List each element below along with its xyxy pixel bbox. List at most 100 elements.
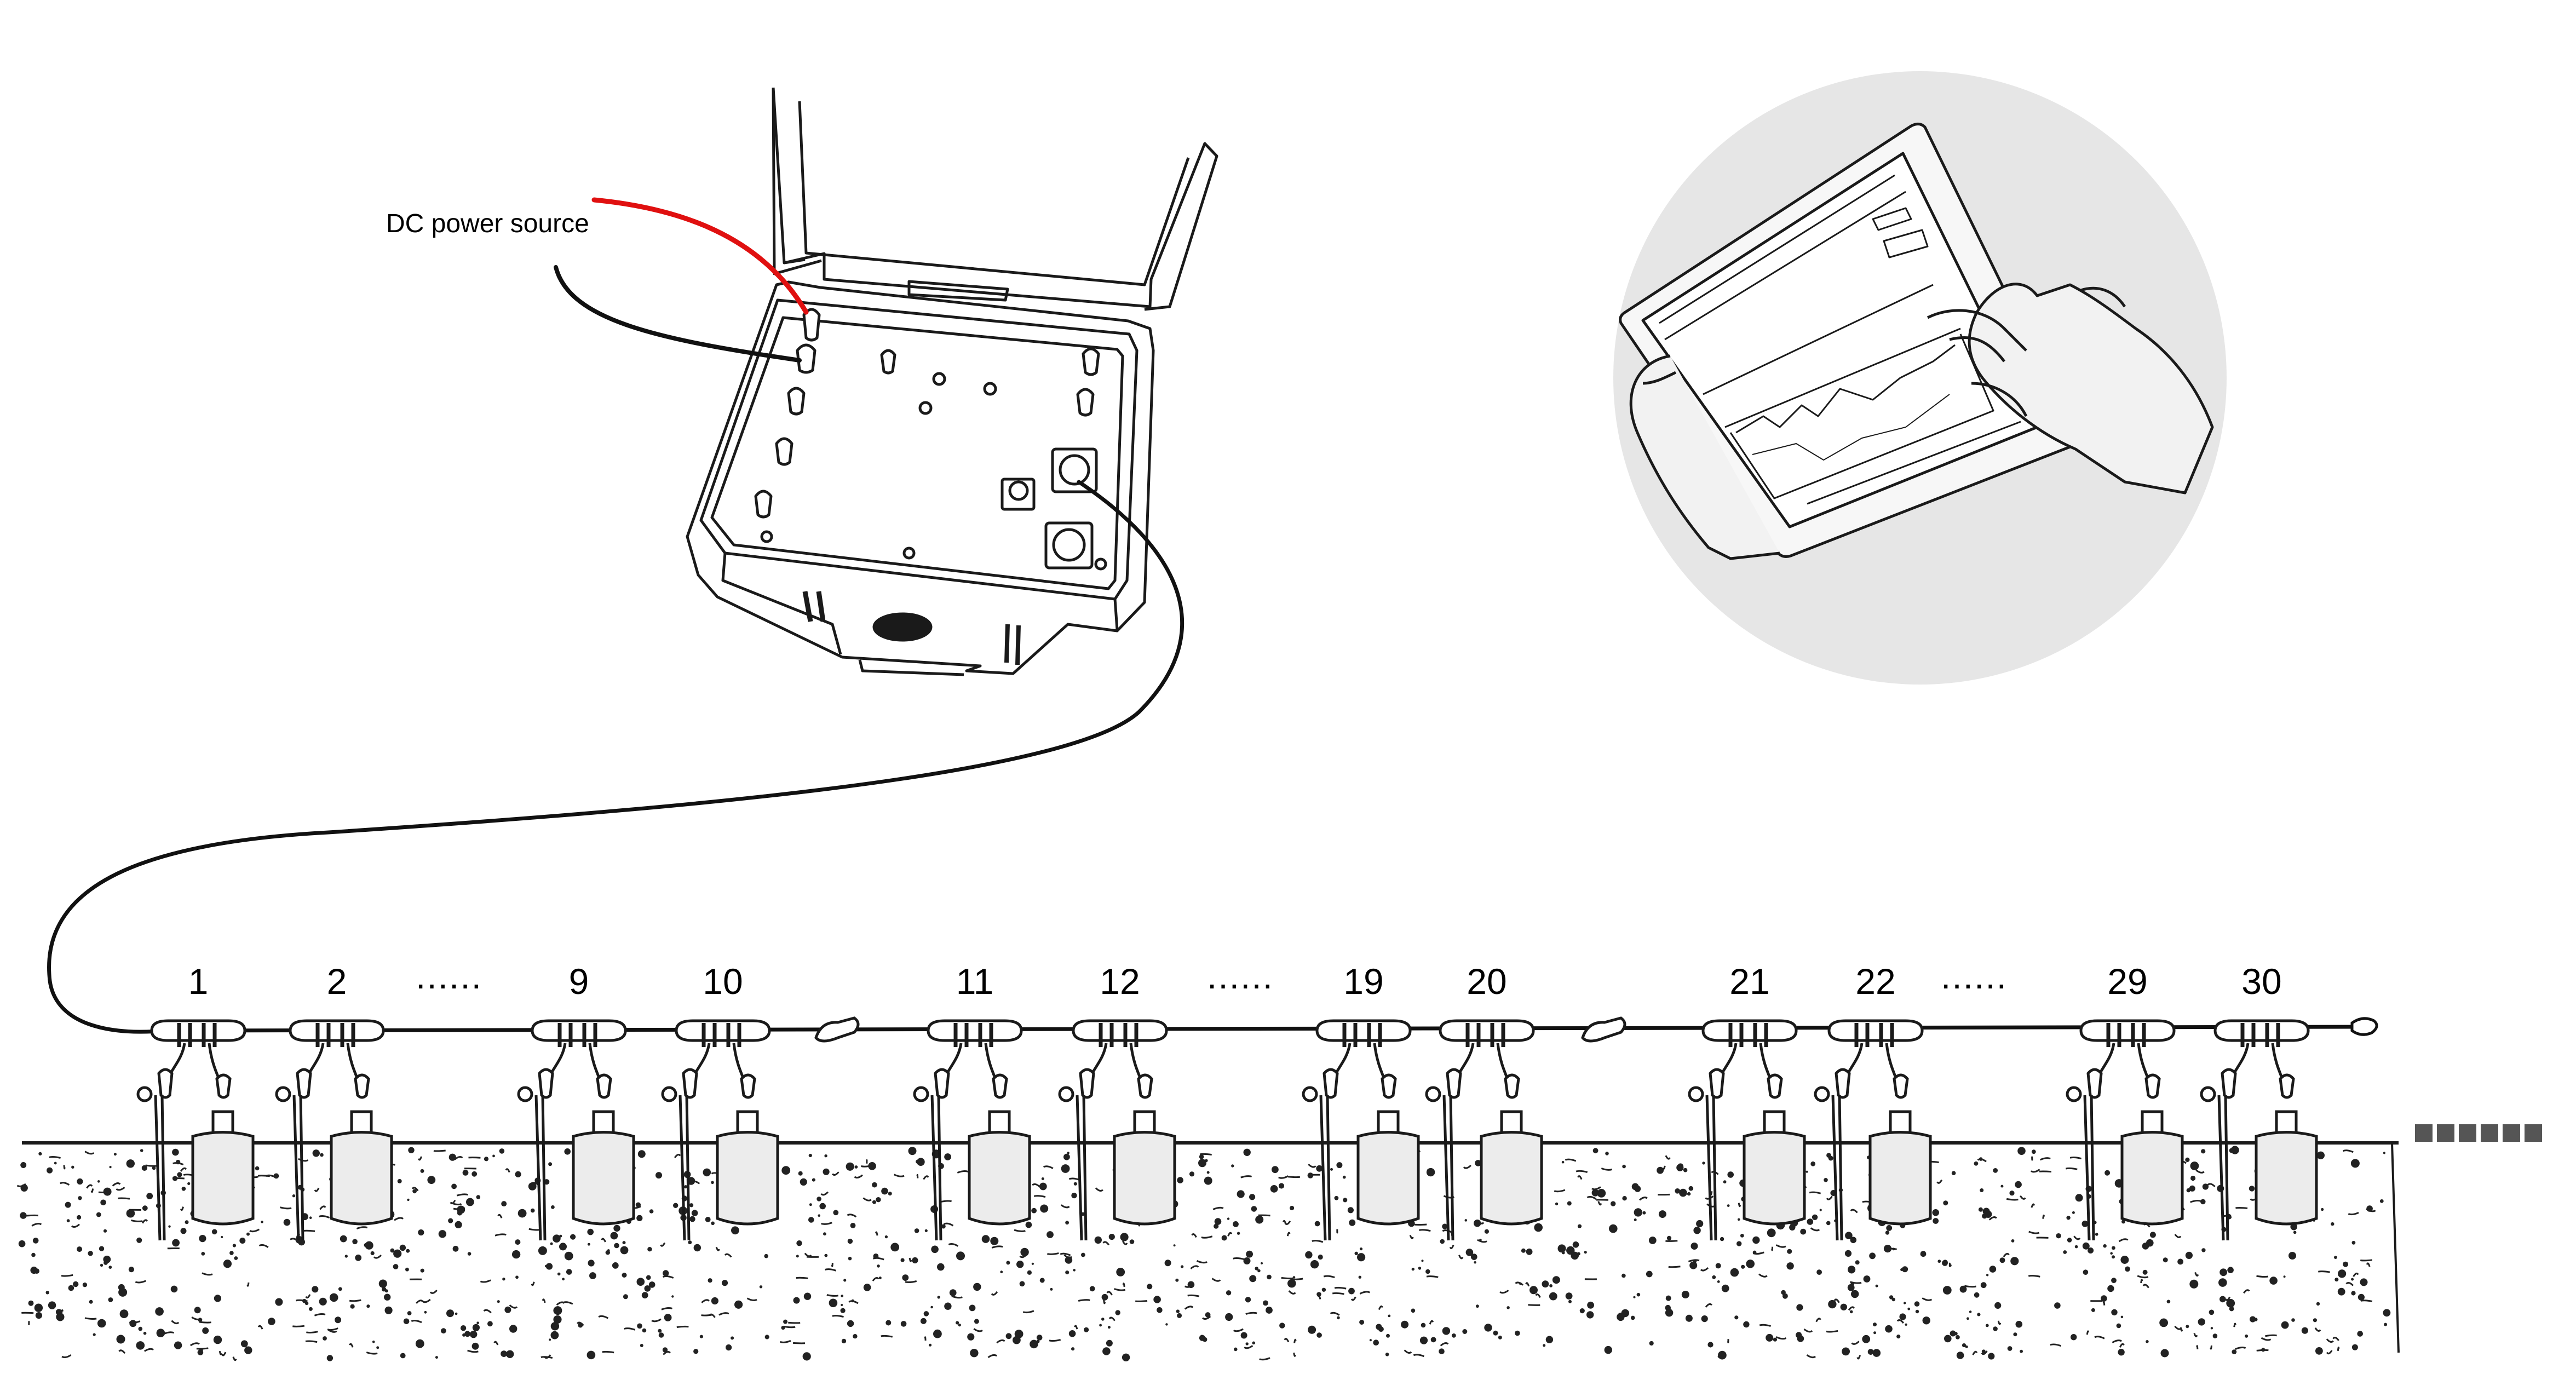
clip — [1893, 1073, 1909, 1099]
electrode-number: 20 — [1467, 961, 1507, 1002]
electrode-unit: 11 — [913, 961, 1031, 1241]
electrode-number: 12 — [1100, 961, 1140, 1002]
clip — [2221, 1068, 2237, 1099]
sensor-body — [1743, 1131, 1806, 1226]
sensor-body — [1113, 1131, 1176, 1226]
cable-junction — [2213, 1019, 2310, 1042]
electrode-stake-icon — [1319, 1095, 1331, 1241]
ellipsis-group: ...... ...... ...... — [416, 956, 2008, 996]
clip — [1323, 1068, 1339, 1099]
sensor-body — [1480, 1131, 1543, 1226]
stake-head — [913, 1086, 929, 1102]
ellipsis-label: ...... — [1207, 956, 1274, 996]
continuation-block — [2415, 1124, 2433, 1142]
electrode-number: 19 — [1343, 961, 1383, 1002]
continuation-block — [2525, 1124, 2542, 1142]
clip — [296, 1068, 312, 1099]
electrode-unit: 19 — [1302, 961, 1420, 1241]
electrode-number: 29 — [2107, 961, 2147, 1002]
sensor-body — [2255, 1131, 2318, 1226]
soil-edge — [2391, 1142, 2400, 1353]
electrode-stake-icon — [1076, 1095, 1088, 1241]
panel-terminals — [754, 308, 1107, 571]
junction-clamp — [177, 1023, 217, 1047]
cable-junction — [531, 1019, 627, 1042]
electrode-unit: 20 — [1425, 961, 1543, 1241]
electrode-stake-icon — [679, 1095, 691, 1241]
stake-head — [2200, 1086, 2216, 1102]
ellipsis-label: ...... — [1941, 956, 2008, 996]
cable-coupler — [814, 1016, 860, 1043]
stake-head — [517, 1086, 533, 1102]
junction-clamp — [953, 1023, 993, 1047]
cable-junction — [2079, 1019, 2176, 1042]
electrode-stake-icon — [2217, 1095, 2229, 1241]
positive-wire — [591, 197, 809, 315]
clip — [596, 1073, 612, 1099]
electrode-number: 11 — [956, 961, 994, 1002]
clip — [1381, 1073, 1397, 1099]
cable-end-cap — [2350, 1017, 2378, 1036]
junction-clamp — [315, 1023, 355, 1047]
clip — [2086, 1068, 2103, 1099]
clip — [1504, 1073, 1520, 1099]
stake-head — [275, 1086, 291, 1102]
clip — [538, 1068, 554, 1099]
case-lid — [772, 87, 1218, 311]
sensor-cap — [736, 1110, 759, 1136]
clip — [2279, 1073, 2295, 1099]
electrode-stake-icon — [534, 1095, 547, 1241]
sensor-body — [1356, 1131, 1420, 1226]
continuation-block — [2459, 1124, 2476, 1142]
stake-head — [2066, 1086, 2082, 1102]
electrode-stake-icon — [1705, 1095, 1717, 1241]
negative-wire — [554, 265, 802, 363]
sensor-body — [330, 1131, 393, 1226]
sensor-body — [2120, 1131, 2184, 1226]
electrode-unit: 10 — [661, 961, 779, 1241]
clip — [1709, 1068, 1725, 1099]
electrode-number: 1 — [188, 961, 209, 1002]
cable-junction — [1072, 1019, 1168, 1042]
power-source-label: DC power source — [386, 209, 589, 238]
clip — [934, 1068, 950, 1099]
electrode-stake-icon — [1831, 1095, 1843, 1241]
electrode-number: 2 — [327, 961, 347, 1002]
electrode-number: 10 — [703, 961, 743, 1002]
stake-head — [1688, 1086, 1704, 1102]
trunk-cable — [47, 480, 1185, 1034]
clip — [1835, 1068, 1851, 1099]
electrode-unit: 22 — [1814, 961, 1932, 1241]
case-body — [686, 280, 1155, 675]
right-hand — [1968, 283, 2214, 495]
left-hand — [1629, 354, 1780, 560]
electrode-number: 22 — [1855, 961, 1895, 1002]
cable-junction — [1701, 1019, 1798, 1042]
cable-junction — [150, 1019, 246, 1042]
electrode-unit: 1 — [136, 961, 255, 1241]
electrode-stake-icon — [1442, 1095, 1454, 1241]
junction-clamp — [1854, 1023, 1894, 1047]
junction-clamp — [702, 1023, 741, 1047]
continuation-block — [2437, 1124, 2454, 1142]
junction-clamp — [1099, 1023, 1138, 1047]
electrode-unit: 30 — [2200, 961, 2318, 1241]
sensor-body — [716, 1131, 779, 1226]
junction-clamp — [1728, 1023, 1768, 1047]
acquisition-unit — [686, 87, 1218, 676]
junction-clamp — [2240, 1023, 2280, 1047]
junction-clamp — [557, 1023, 597, 1047]
junction-clamp — [1465, 1023, 1505, 1047]
electrode-unit: 12 — [1058, 961, 1176, 1241]
sensor-body — [572, 1131, 635, 1226]
electrode-unit: 2 — [275, 961, 393, 1241]
clip — [992, 1073, 1008, 1099]
cable-junction — [675, 1019, 771, 1042]
sensor-body — [191, 1131, 255, 1226]
electrode-number: 30 — [2241, 961, 2281, 1002]
cable-junction — [289, 1019, 385, 1042]
